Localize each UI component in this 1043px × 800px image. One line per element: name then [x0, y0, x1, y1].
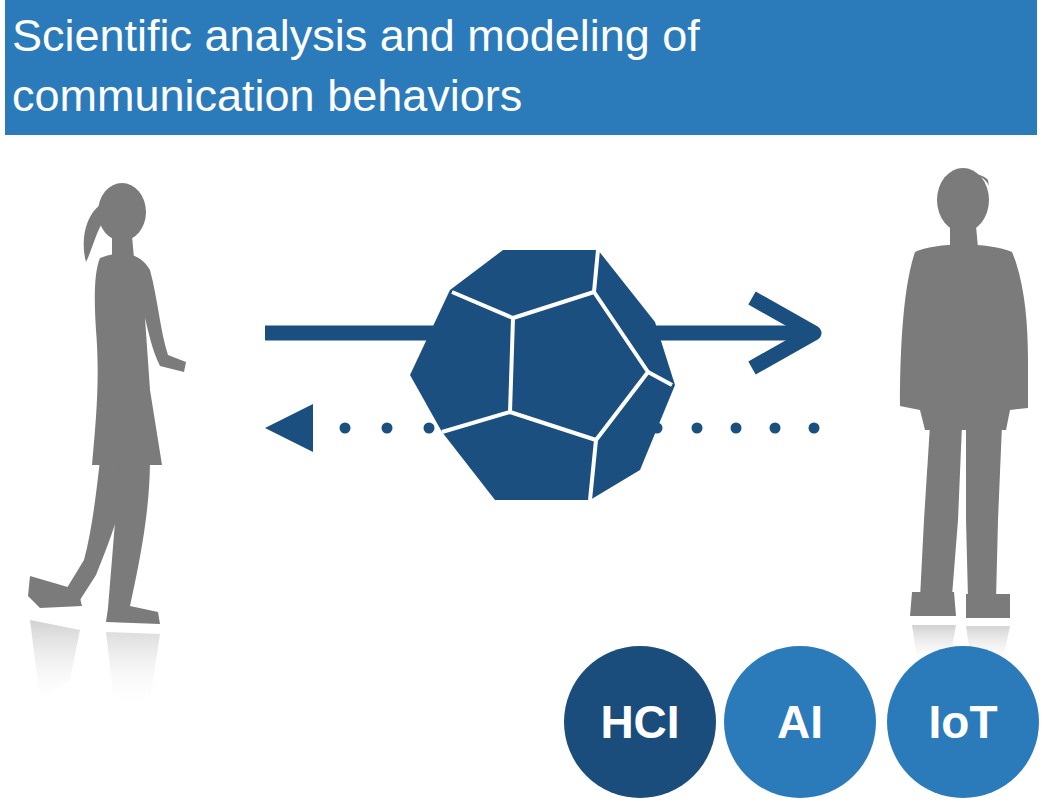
solid-arrow-head [752, 298, 814, 368]
topic-circle: HCI [564, 646, 716, 798]
dodecahedron [410, 250, 675, 500]
woman-silhouette [28, 183, 186, 624]
dotted-arrow-head [265, 404, 313, 452]
woman-reflection [30, 620, 160, 710]
title-text: Scientific analysis and modeling of comm… [12, 6, 852, 126]
circle-label: IoT [929, 695, 998, 749]
circle-label: HCI [600, 695, 679, 749]
circle-label: AI [777, 695, 823, 749]
man-silhouette [900, 168, 1028, 618]
topic-circle: IoT [887, 646, 1039, 798]
topic-circle: AI [724, 646, 876, 798]
